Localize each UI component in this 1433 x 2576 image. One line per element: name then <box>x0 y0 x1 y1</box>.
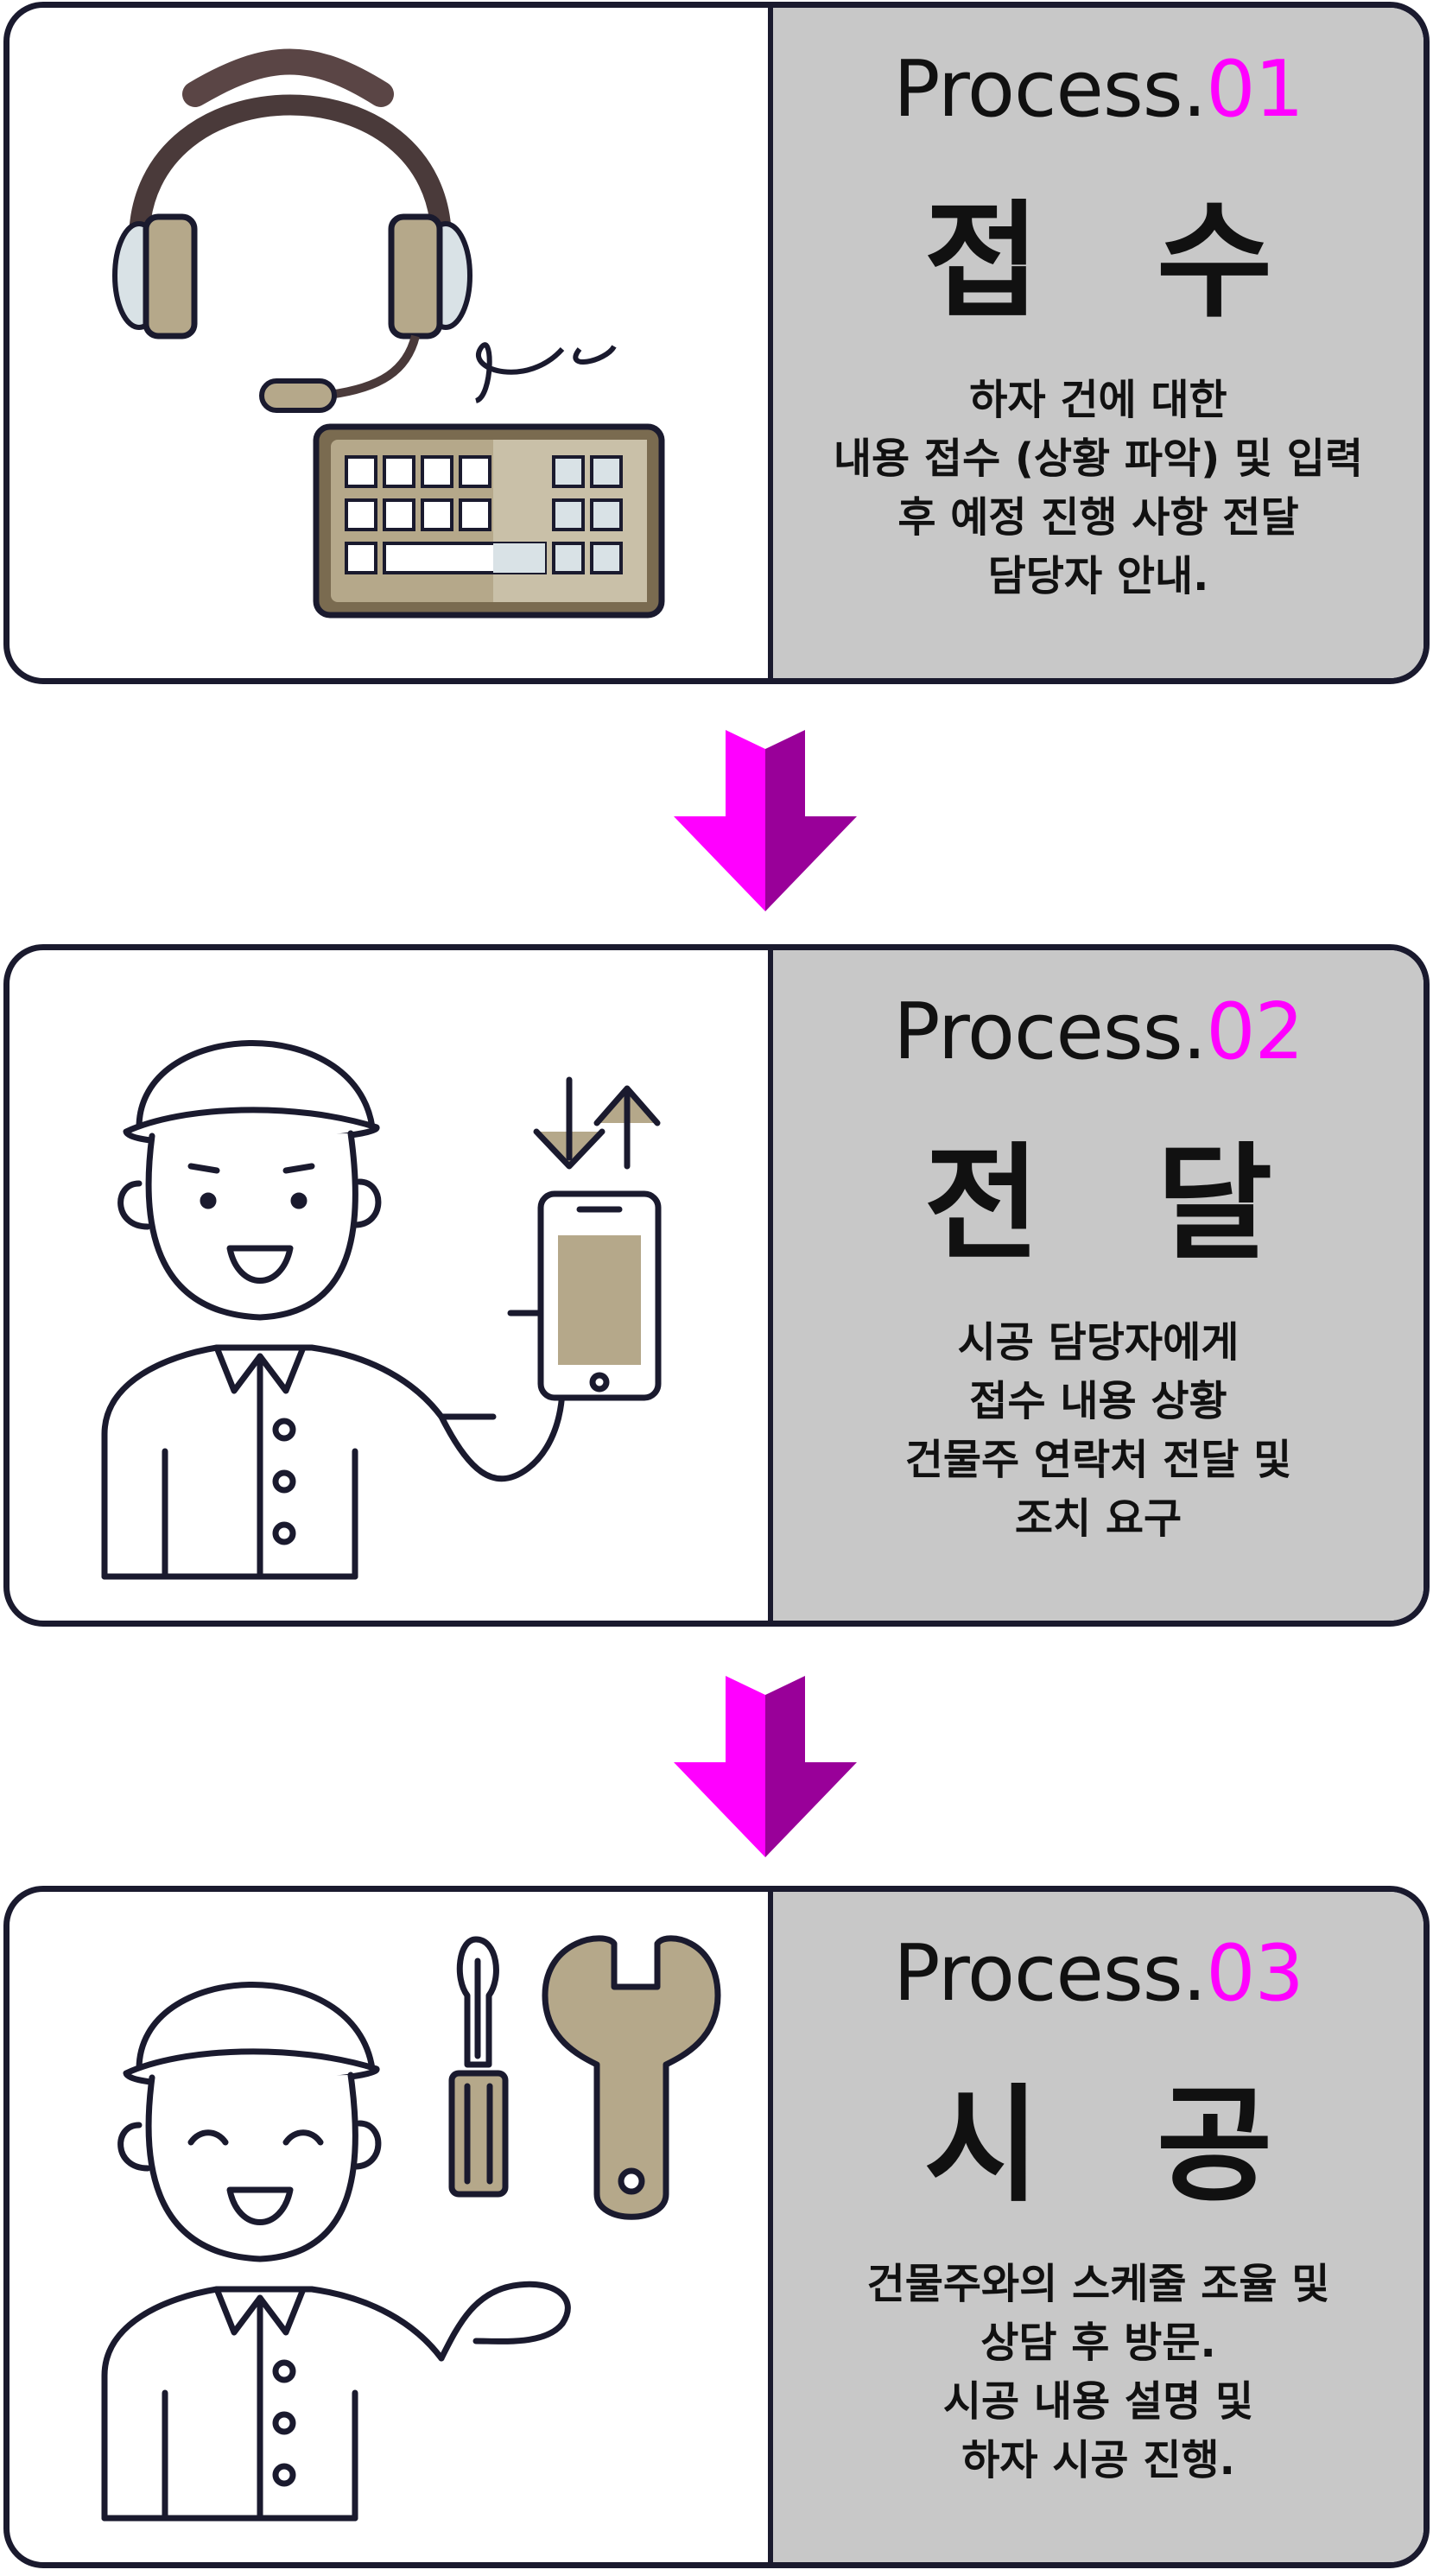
description-line: 시공 담당자에게 <box>957 1318 1240 1367</box>
worker-tools-icon <box>101 1935 721 2522</box>
step-title: 전 달 <box>923 1131 1309 1278</box>
down-arrow-icon <box>674 730 857 911</box>
process-info-panel: Process.01 접 수 하자 건에 대한 내용 접수 (상황 파악) 및 … <box>768 8 1423 678</box>
process-heading: Process.03 <box>773 1928 1423 2019</box>
process-card-1: Process.01 접 수 하자 건에 대한 내용 접수 (상황 파악) 및 … <box>3 2 1430 684</box>
illustration-panel <box>10 950 768 1621</box>
process-card-2: Process.02 전 달 시공 담당자에게 접수 내용 상황 건물주 연락처… <box>3 944 1430 1627</box>
description-line: 하자 시공 진행. <box>961 2436 1235 2484</box>
description-line: 내용 접수 (상황 파악) 및 입력 <box>833 435 1364 483</box>
description-line: 후 예정 진행 사항 전달 <box>897 493 1299 542</box>
step-title: 접 수 <box>923 188 1309 335</box>
process-label: Process. <box>893 44 1207 135</box>
step-description: 시공 담당자에게 접수 내용 상황 건물주 연락처 전달 및 조치 요구 <box>782 1313 1415 1548</box>
process-number: 01 <box>1206 44 1304 135</box>
process-label: Process. <box>893 987 1207 1077</box>
step-description: 건물주와의 스케줄 조율 및 상담 후 방문. 시공 내용 설명 및 하자 시공… <box>782 2255 1415 2490</box>
process-heading: Process.01 <box>773 44 1423 135</box>
step-title: 시 공 <box>923 2072 1309 2219</box>
process-info-panel: Process.02 전 달 시공 담당자에게 접수 내용 상황 건물주 연락처… <box>768 950 1423 1621</box>
description-line: 상담 후 방문. <box>980 2319 1216 2367</box>
worker-phone-icon <box>101 1040 662 1580</box>
description-line: 하자 건에 대한 <box>969 376 1227 424</box>
process-label: Process. <box>893 1928 1207 2019</box>
process-info-panel: Process.03 시 공 건물주와의 스케줄 조율 및 상담 후 방문. 시… <box>768 1892 1423 2562</box>
process-number: 02 <box>1206 987 1304 1077</box>
description-line: 건물주와의 스케줄 조율 및 <box>866 2260 1330 2308</box>
headset-keyboard-icon <box>112 48 665 619</box>
process-heading: Process.02 <box>773 987 1423 1077</box>
process-number: 03 <box>1206 1928 1304 2019</box>
description-line: 조치 요구 <box>1014 1494 1183 1543</box>
description-line: 건물주 연락처 전달 및 <box>904 1436 1292 1484</box>
description-line: 담당자 안내. <box>987 552 1209 600</box>
description-line: 시공 내용 설명 및 <box>942 2377 1254 2426</box>
process-card-3: Process.03 시 공 건물주와의 스케줄 조율 및 상담 후 방문. 시… <box>3 1886 1430 2568</box>
illustration-panel <box>10 8 768 678</box>
step-description: 하자 건에 대한 내용 접수 (상황 파악) 및 입력 후 예정 진행 사항 전… <box>782 371 1415 606</box>
description-line: 접수 내용 상황 <box>969 1377 1227 1425</box>
illustration-panel <box>10 1892 768 2562</box>
down-arrow-icon <box>674 1676 857 1857</box>
